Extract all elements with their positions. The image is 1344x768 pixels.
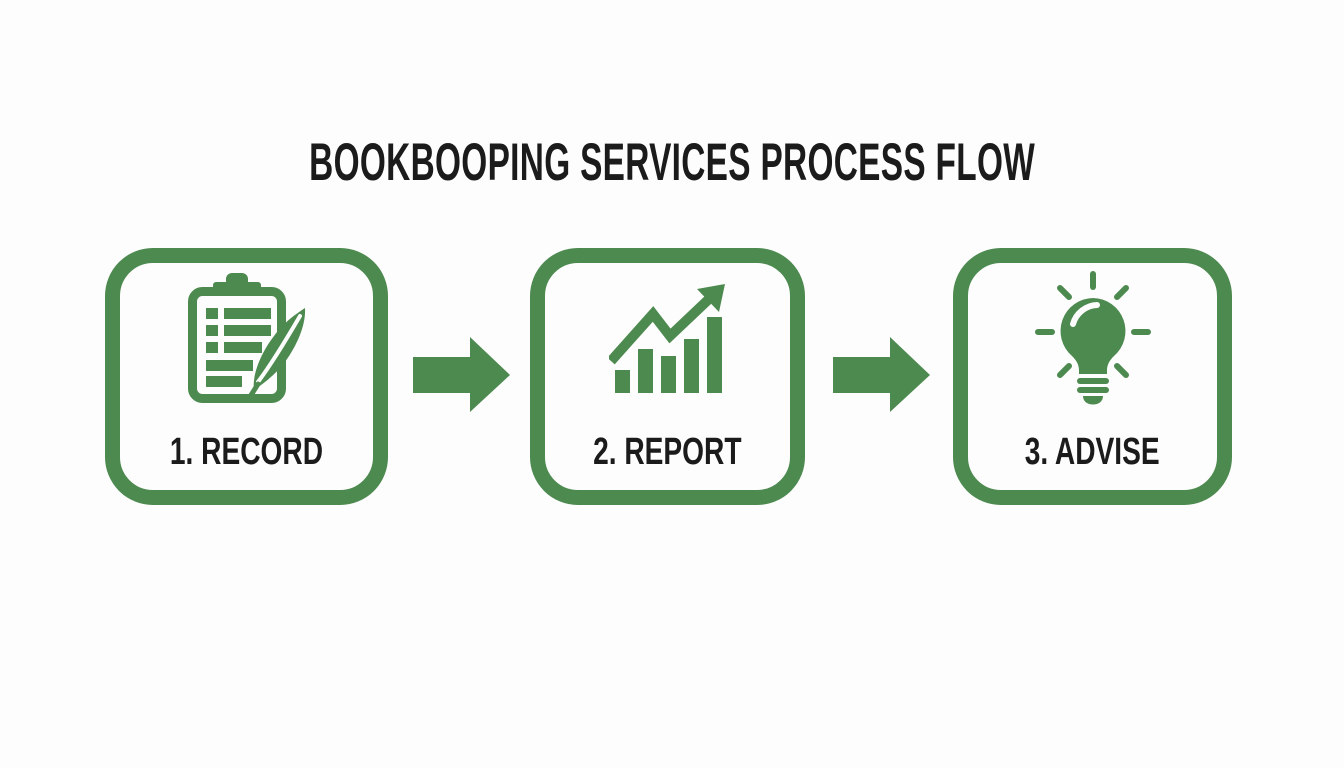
bar-chart-growth-icon bbox=[608, 284, 725, 393]
step-box-record: 1. RECORD bbox=[105, 248, 388, 505]
arrow-right-icon bbox=[833, 337, 930, 412]
step-label-report: 2. REPORT bbox=[593, 430, 742, 473]
step-label-advise: 3. ADVISE bbox=[1025, 430, 1160, 473]
step-box-advise: 3. ADVISE bbox=[953, 248, 1232, 505]
step-icon-slot bbox=[968, 263, 1217, 413]
lightbulb-rays bbox=[1034, 270, 1151, 378]
step-icon-slot bbox=[120, 263, 373, 413]
flow-arrow-report-to-advise bbox=[833, 337, 930, 413]
flow-arrow-record-to-report bbox=[413, 337, 510, 413]
page-title: BOOKBOOPING SERVICES PROCESS FLOW bbox=[0, 136, 1344, 189]
step-icon-slot bbox=[545, 263, 790, 413]
arrow-right-icon bbox=[413, 337, 510, 412]
clipboard-quill-icon bbox=[187, 272, 305, 403]
page-title-text: BOOKBOOPING SERVICES PROCESS FLOW bbox=[309, 133, 1035, 192]
lightbulb-icon bbox=[1034, 270, 1151, 404]
step-label-record: 1. RECORD bbox=[169, 430, 324, 473]
step-box-report: 2. REPORT bbox=[530, 248, 805, 505]
